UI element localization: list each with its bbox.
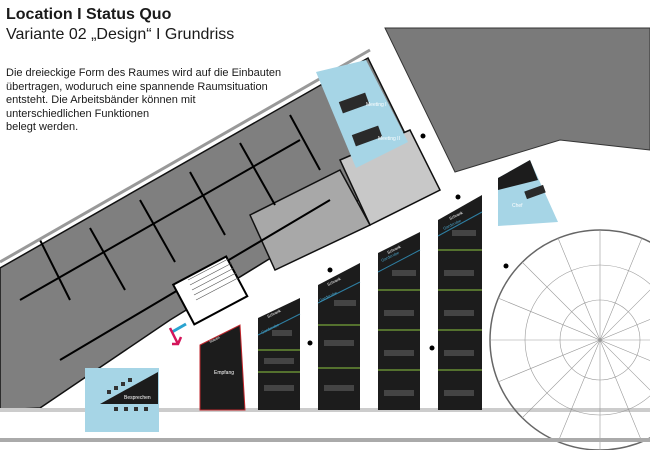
label-meeting-1: Meeting I [366, 102, 387, 108]
label-stauen: Stauen [209, 335, 221, 343]
label-chef: Chef [512, 203, 523, 209]
existing-area-northeast [384, 27, 650, 173]
besprechen-chairs [107, 378, 148, 411]
chef-desk [524, 184, 546, 200]
desks [264, 230, 476, 396]
label-meeting-2: Meeting II [378, 136, 400, 142]
columns [307, 133, 509, 351]
description-line: Die dreieckige Form des Raumes wird auf … [6, 67, 282, 79]
description-line: übertragen, woduruch eine spannende Raum… [6, 80, 268, 93]
band-dividers [258, 249, 482, 373]
label-besprechen: Besprechen [124, 395, 151, 401]
entrance-door [171, 322, 187, 334]
garderobe-lines [257, 211, 483, 336]
entrance-arrow-icon [168, 327, 183, 346]
description-line: belegt werden. [6, 121, 79, 133]
label-schrank-2: Schrank [326, 276, 341, 287]
label-schrank-1: Schrank [266, 308, 281, 319]
page-title: Location I Status Quo [6, 6, 172, 23]
work-band-4 [438, 195, 482, 410]
description-line: entsteht. Die Arbeitsbänder können mit [6, 94, 196, 106]
facade [0, 48, 371, 264]
rotunda [489, 229, 650, 450]
meeting-rooms [316, 60, 408, 168]
work-band-1 [258, 298, 300, 410]
work-bands [258, 195, 482, 410]
label-schrank-4: Schrank [448, 210, 463, 221]
description: Die dreieckige Form des Raumes wird auf … [6, 67, 306, 135]
walls [19, 114, 331, 361]
reception [199, 324, 246, 411]
service-rooms-2 [249, 169, 372, 272]
page-subtitle: Variante 02 „Design“ I Grundriss [6, 26, 235, 43]
label-empfang: Empfang [214, 370, 234, 376]
chef-band [498, 160, 538, 190]
work-band-2 [318, 263, 360, 410]
work-band-3 [378, 232, 420, 410]
label-schrank-3: Schrank [386, 244, 401, 255]
stair [187, 257, 239, 301]
meeting-tables [338, 92, 383, 147]
description-line: unterschiedlichen Funktionen [6, 107, 150, 120]
besprechen-table [100, 372, 158, 404]
